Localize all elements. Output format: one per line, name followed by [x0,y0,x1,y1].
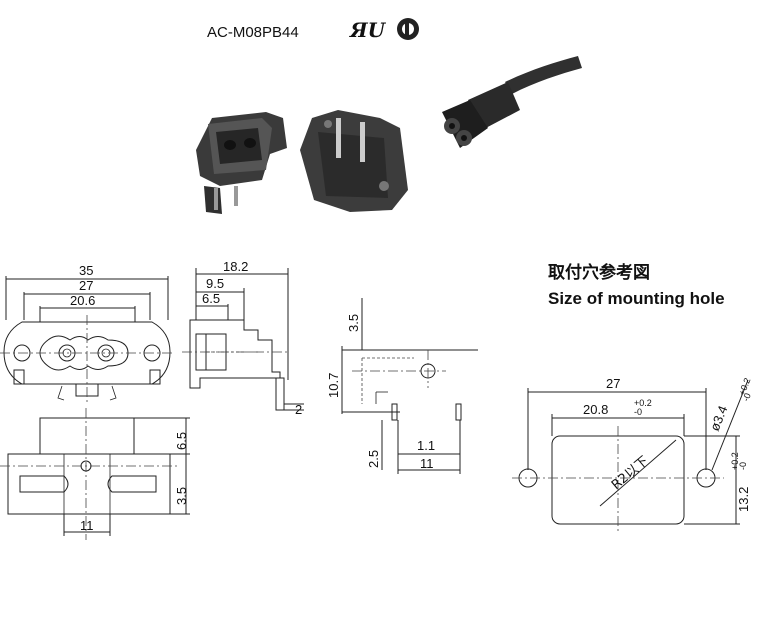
mounting-hole-drawing [512,379,749,534]
pcb-layout-drawing [341,298,478,474]
side-inner-depth: 9.5 [206,276,224,291]
corner-radius-note: R2以下 [609,454,652,493]
cutout-height: 13.2 [736,487,751,512]
cutout-width-tol-minus: -0 [634,407,642,417]
cutout-height-tol-minus: -0 [738,462,748,470]
socket-front-photo [196,112,287,214]
front-view-drawing [0,276,175,405]
bottom-width: 11 [80,518,94,533]
front-mount-pitch: 27 [79,278,93,293]
pcb-pin-pitch: 11 [420,456,434,471]
socket-back-photo [300,110,408,212]
pcb-pin-height: 2.5 [366,450,381,468]
bottom-flange-height: 3.5 [174,487,189,505]
mounting-hole-title-en: Size of mounting hole [548,289,725,308]
mounting-hole-title-jp: 取付穴参考図 [548,262,650,283]
cutout-width-tol-plus: +0.2 [634,398,652,408]
svg-text:ЯU: ЯU [349,18,387,42]
side-view-drawing [182,268,304,411]
csa-mark [397,18,419,40]
cable-plug-photo [442,56,582,148]
bottom-view-drawing [0,408,190,540]
front-body-width: 20.6 [70,293,95,308]
pcb-top-offset: 3.5 [346,314,361,332]
bottom-body-height: 6.5 [174,432,189,450]
side-overall-depth: 18.2 [223,259,248,274]
model-number: AC-M08PB44 [207,24,299,41]
front-overall-width: 35 [79,263,93,278]
side-pin-length: 2 [295,402,302,417]
hole-diameter: ø3.4 [707,403,731,433]
mount-pitch-27: 27 [606,376,620,391]
pcb-vertical-offset: 10.7 [326,373,341,398]
cutout-width: 20.8 [583,402,608,417]
side-step-depth: 6.5 [202,291,220,306]
hole-diameter-tol-minus: -0 [741,392,753,403]
pcb-pin-width: 1.1 [417,438,435,453]
ul-recognized-mark: ЯU [349,18,387,42]
cutout-height-tol-plus: +0.2 [730,452,740,470]
